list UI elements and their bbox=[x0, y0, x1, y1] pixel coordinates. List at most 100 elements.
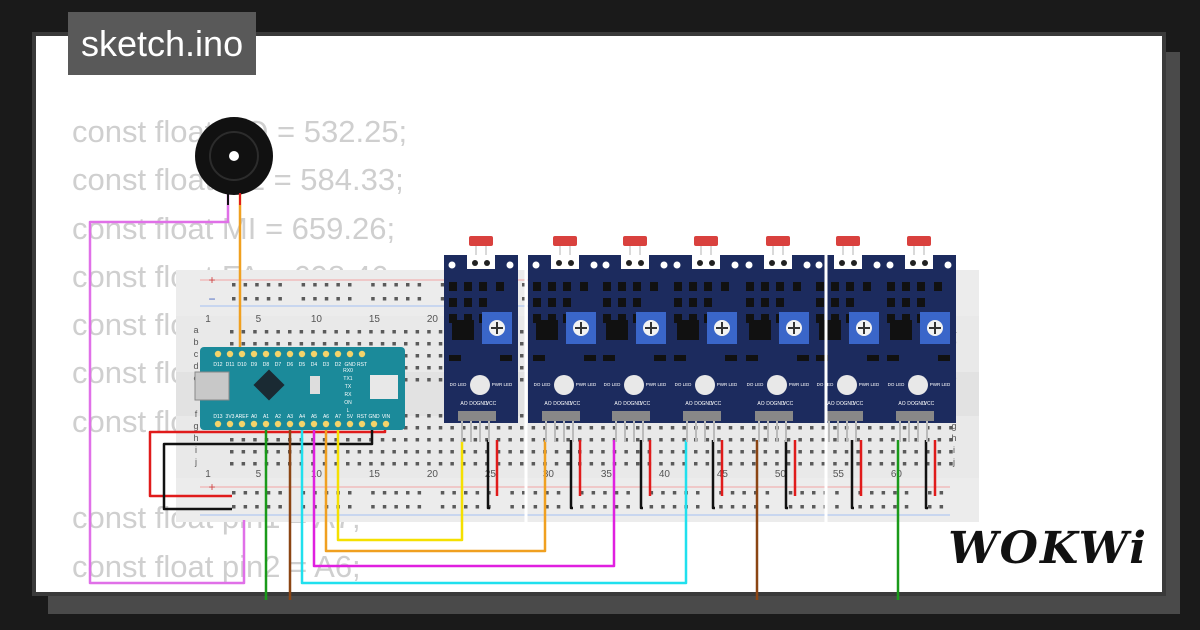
hole bbox=[705, 438, 710, 442]
smd-part bbox=[902, 298, 910, 307]
hole bbox=[357, 438, 362, 442]
hole bbox=[230, 450, 234, 454]
rail-hole bbox=[440, 283, 445, 287]
column-number: 20 bbox=[427, 469, 439, 480]
rail-hole bbox=[464, 491, 468, 495]
comparator-chip bbox=[890, 320, 912, 340]
smd-part bbox=[793, 282, 801, 291]
hole bbox=[937, 426, 942, 430]
hole bbox=[427, 462, 431, 466]
potentiometer-slot bbox=[491, 322, 503, 334]
rail-hole bbox=[266, 283, 271, 287]
smd-part bbox=[797, 355, 809, 361]
rail-hole bbox=[266, 297, 271, 301]
hole bbox=[949, 462, 953, 466]
module-pin-label: AO bbox=[827, 401, 834, 407]
rail-hole bbox=[522, 283, 526, 287]
rail-hole bbox=[661, 505, 665, 509]
hole bbox=[833, 426, 837, 430]
hole bbox=[438, 378, 443, 382]
smd-part bbox=[831, 298, 839, 307]
hole bbox=[891, 462, 895, 466]
hole bbox=[659, 450, 663, 454]
rail-hole bbox=[556, 505, 561, 509]
hole bbox=[415, 366, 420, 370]
hole bbox=[473, 426, 478, 430]
hole bbox=[763, 426, 768, 430]
rail-hole bbox=[394, 505, 398, 509]
hole bbox=[496, 426, 501, 430]
hole bbox=[670, 426, 675, 430]
hole bbox=[949, 438, 953, 442]
rail-hole bbox=[232, 491, 236, 495]
rail-hole bbox=[371, 491, 375, 495]
mount-hole bbox=[745, 261, 753, 269]
column-number: 10 bbox=[311, 469, 323, 480]
hole bbox=[241, 438, 246, 442]
hole bbox=[868, 450, 872, 454]
nano-pin-label: GND bbox=[344, 362, 356, 368]
smd-part bbox=[816, 298, 824, 307]
ldr-hole bbox=[556, 260, 562, 266]
module-pin-label: VCC bbox=[783, 401, 794, 407]
status-led bbox=[624, 375, 644, 395]
mount-hole bbox=[506, 261, 514, 269]
rail-hole bbox=[266, 491, 271, 495]
hole bbox=[415, 438, 420, 442]
hole bbox=[415, 354, 420, 358]
nano-pin-label: A0 bbox=[251, 414, 257, 420]
module-pin-label: DO bbox=[623, 401, 631, 407]
rail-hole bbox=[255, 491, 259, 495]
hole bbox=[717, 462, 721, 466]
rail-hole bbox=[301, 491, 306, 495]
hole bbox=[438, 450, 443, 454]
rail-hole bbox=[255, 505, 259, 509]
hole bbox=[612, 438, 617, 442]
hole bbox=[821, 450, 826, 454]
hole bbox=[520, 450, 524, 454]
hole bbox=[392, 342, 396, 346]
rail-hole bbox=[394, 491, 398, 495]
hole bbox=[415, 378, 420, 382]
hole bbox=[868, 438, 872, 442]
hole bbox=[380, 342, 385, 346]
wires bbox=[88, 190, 937, 600]
row-letter: c bbox=[194, 349, 199, 359]
smd-part bbox=[704, 282, 712, 291]
smd-part bbox=[533, 314, 541, 323]
hole bbox=[415, 426, 420, 430]
file-tab[interactable]: sketch.ino bbox=[68, 12, 257, 75]
ldr-hole bbox=[709, 260, 715, 266]
nano-pin bbox=[238, 420, 246, 428]
nano-side-label: TX1 bbox=[343, 376, 352, 382]
mount-hole bbox=[873, 261, 881, 269]
hole bbox=[392, 438, 396, 442]
smd-part bbox=[548, 298, 556, 307]
led-label: DO LED bbox=[604, 382, 622, 387]
rail-hole bbox=[243, 283, 248, 287]
rail-hole bbox=[266, 505, 271, 509]
status-led bbox=[554, 375, 574, 395]
hole bbox=[485, 426, 489, 430]
hole bbox=[450, 426, 454, 430]
rail-hole bbox=[870, 491, 874, 495]
smd-part bbox=[618, 314, 626, 323]
potentiometer-slot bbox=[575, 322, 587, 334]
column-number: 1 bbox=[205, 314, 211, 325]
hole bbox=[612, 426, 617, 430]
gnd-wire bbox=[162, 425, 374, 511]
nano-pin bbox=[334, 420, 342, 428]
led-label: PWR LED bbox=[576, 382, 597, 387]
smd-part bbox=[633, 298, 641, 307]
ldr-socket bbox=[834, 255, 862, 269]
hole bbox=[380, 450, 385, 454]
ldr-hole bbox=[568, 260, 574, 266]
hole bbox=[937, 438, 942, 442]
nano-pin-label: D4 bbox=[311, 362, 318, 368]
rail-hole bbox=[510, 491, 514, 495]
rail-hole bbox=[348, 283, 352, 287]
rail-minus-label: − bbox=[208, 292, 215, 306]
nano-pin-label: D10 bbox=[237, 362, 246, 368]
